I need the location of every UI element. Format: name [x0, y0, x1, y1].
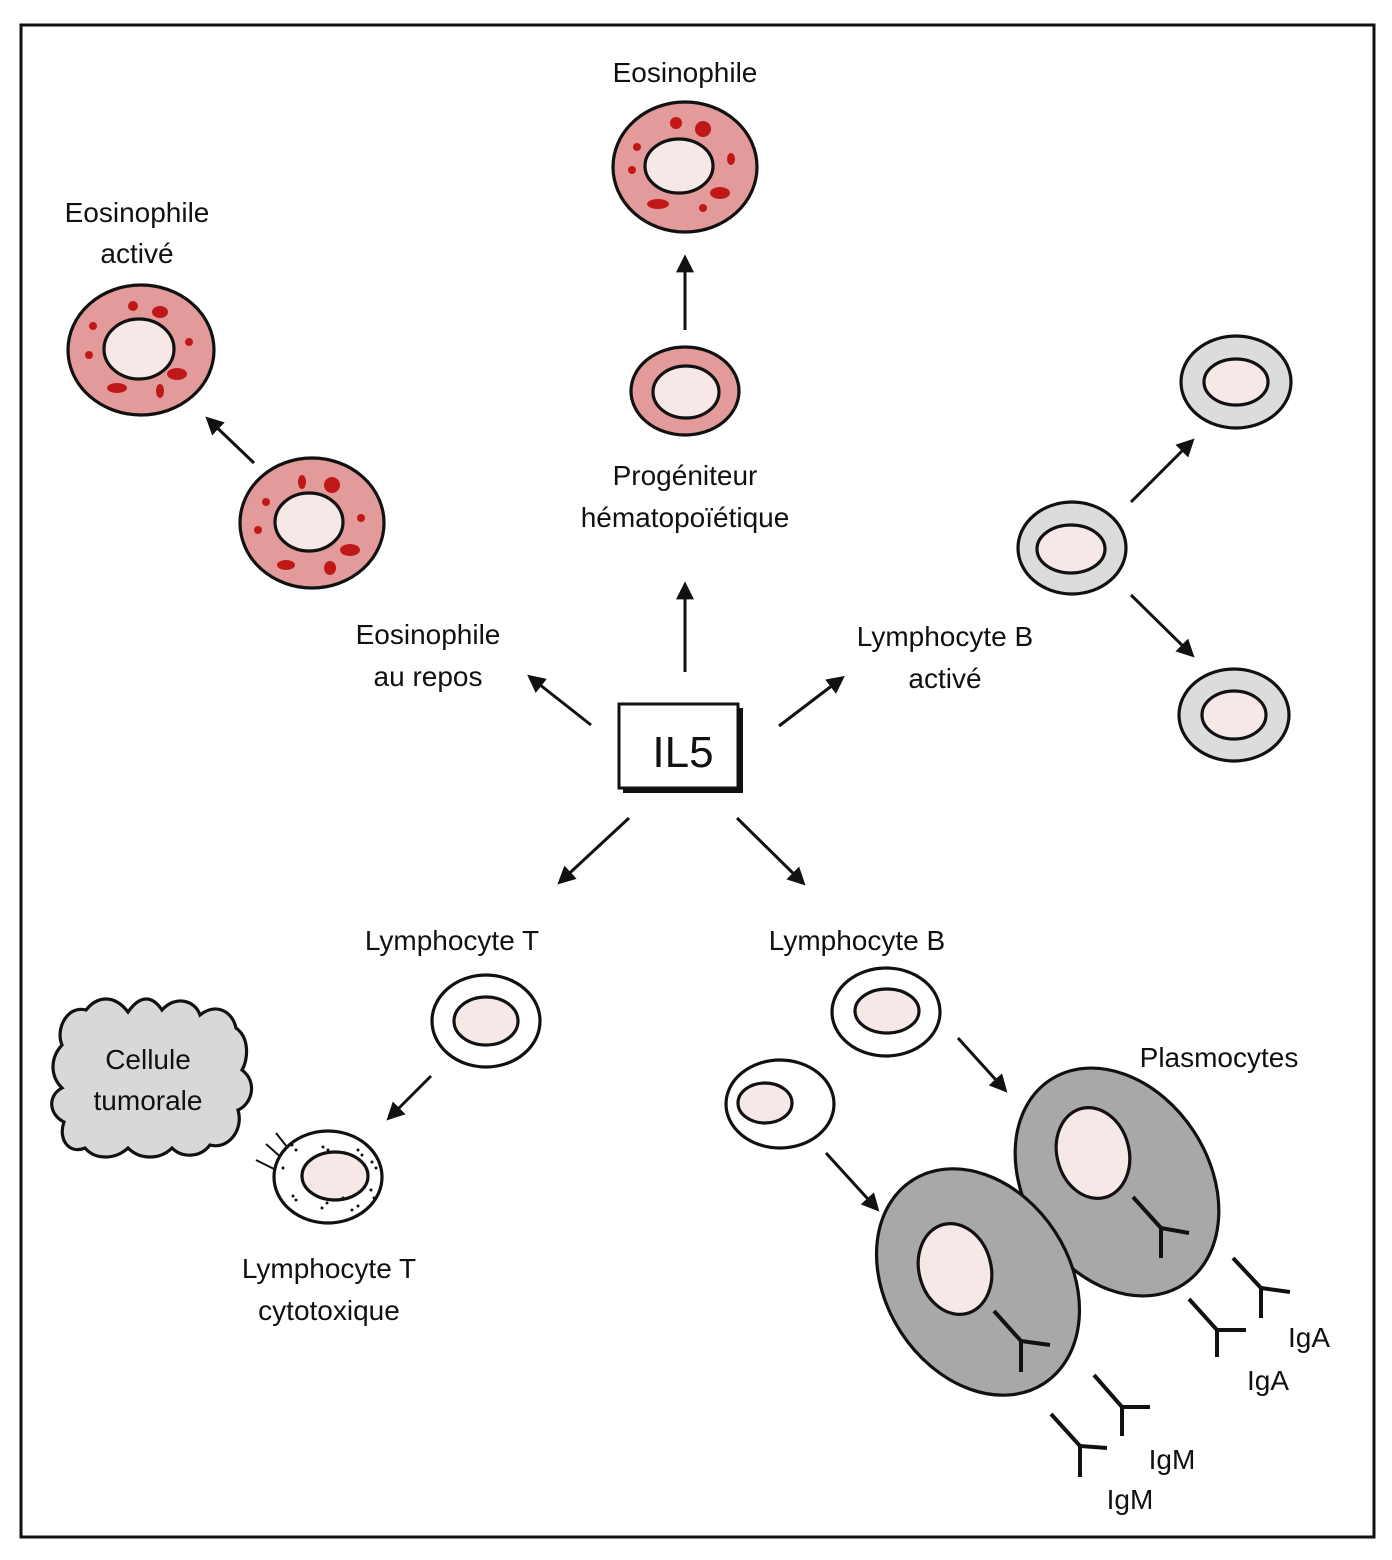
label-lymphocyte-b: Lymphocyte B [769, 925, 945, 956]
label-eosinophile-repos-1: Eosinophile [356, 619, 501, 650]
arrow-b-activated-down [1129, 593, 1195, 658]
plasmocyte-iga-nucleus [1054, 1106, 1132, 1200]
arrow-b-to-plasmocyte-igm [824, 1151, 880, 1212]
plasmocyte-igm [874, 1167, 1082, 1397]
antibody-icon [992, 1309, 1051, 1372]
label-lymphocyte-t-cytotoxique-2: cytotoxique [258, 1295, 400, 1326]
label-lymphocyte-b-active-1: Lymphocyte B [857, 621, 1033, 652]
plasmocyte-igm-nucleus [916, 1222, 994, 1316]
b-activated-nucleus [1035, 523, 1107, 575]
b-cell-bottom-nucleus [736, 1081, 794, 1125]
eosinophil-nucleus [643, 137, 715, 195]
cytotoxic-t-cell [255, 1129, 384, 1225]
label-iga-2: IgA [1247, 1365, 1289, 1396]
arrow-il5-to-eosinophil [527, 674, 592, 727]
il5-label: IL5 [652, 728, 713, 777]
antibody-igm-icon [1049, 1412, 1108, 1477]
b-cell-top [830, 966, 942, 1058]
label-progeniteur-2: hématopoïétique [581, 502, 790, 533]
arrow-t-to-cytotoxic [386, 1074, 433, 1121]
b-daughter-cell-bottom [1177, 667, 1291, 763]
arrow-b-activated-up [1129, 438, 1195, 504]
eosinophil-granules [628, 117, 735, 212]
eosinophil-resting [238, 456, 386, 590]
cytotoxic-nucleus [300, 1150, 370, 1202]
arrow-il5-to-b-cell [735, 816, 806, 886]
label-igm-1: IgM [1149, 1444, 1196, 1475]
label-progeniteur-1: Progéniteur [613, 460, 758, 491]
plasmocyte-iga [1013, 1066, 1221, 1298]
b-cell-bottom [724, 1058, 836, 1150]
arrow-il5-to-t-cell [557, 816, 631, 885]
label-igm-2: IgM [1107, 1484, 1154, 1515]
t-cell [430, 973, 542, 1069]
figure-frame [19, 23, 1376, 1539]
antibody-icon [1131, 1195, 1190, 1258]
antibody-iga-icon [1187, 1297, 1246, 1357]
tumor-cell [50, 997, 254, 1159]
t-cell-nucleus [452, 995, 520, 1047]
label-cellule-tumorale-2: tumorale [94, 1085, 203, 1116]
arrow-resting-to-activated [205, 416, 256, 465]
label-plasmocytes: Plasmocytes [1140, 1042, 1299, 1073]
receptor-line [255, 1159, 277, 1171]
cytotoxic-granules [281, 1143, 378, 1212]
b-daughter-cell-top [1179, 334, 1293, 430]
label-cellule-tumorale-1: Cellule [105, 1044, 191, 1075]
eosinophil-activated-granules [85, 301, 193, 398]
label-eosinophile-active-1: Eosinophile [65, 197, 210, 228]
label-eosinophile-active-2: activé [100, 238, 173, 269]
il5-box: IL5 [617, 702, 743, 793]
label-eosinophile: Eosinophile [613, 57, 758, 88]
arrow-b-to-plasmocyte-iga [956, 1036, 1008, 1093]
eosinophil-mature [611, 100, 759, 234]
progenitor-cell [629, 345, 741, 437]
il5-box-frame [617, 702, 740, 790]
label-eosinophile-repos-2: au repos [374, 661, 483, 692]
b-cell-top-nucleus [853, 987, 921, 1035]
eosinophil-resting-nucleus [273, 491, 345, 553]
eosinophil-resting-granules [254, 475, 365, 575]
label-lymphocyte-b-active-2: activé [908, 663, 981, 694]
antibody-iga-icon [1231, 1256, 1291, 1318]
label-iga-1: IgA [1288, 1322, 1330, 1353]
progenitor-nucleus [651, 364, 721, 420]
eosinophil-activated [66, 283, 216, 417]
arrow-il5-to-b-activated [778, 675, 845, 728]
label-lymphocyte-t-cytotoxique-1: Lymphocyte T [242, 1253, 416, 1284]
b-daughter-top-nucleus [1202, 357, 1270, 407]
b-activated-cell [1016, 500, 1128, 596]
label-lymphocyte-t: Lymphocyte T [365, 925, 539, 956]
b-daughter-bottom-nucleus [1200, 689, 1268, 741]
eosinophil-activated-nucleus [102, 317, 176, 381]
antibody-igm-icon [1092, 1373, 1150, 1436]
